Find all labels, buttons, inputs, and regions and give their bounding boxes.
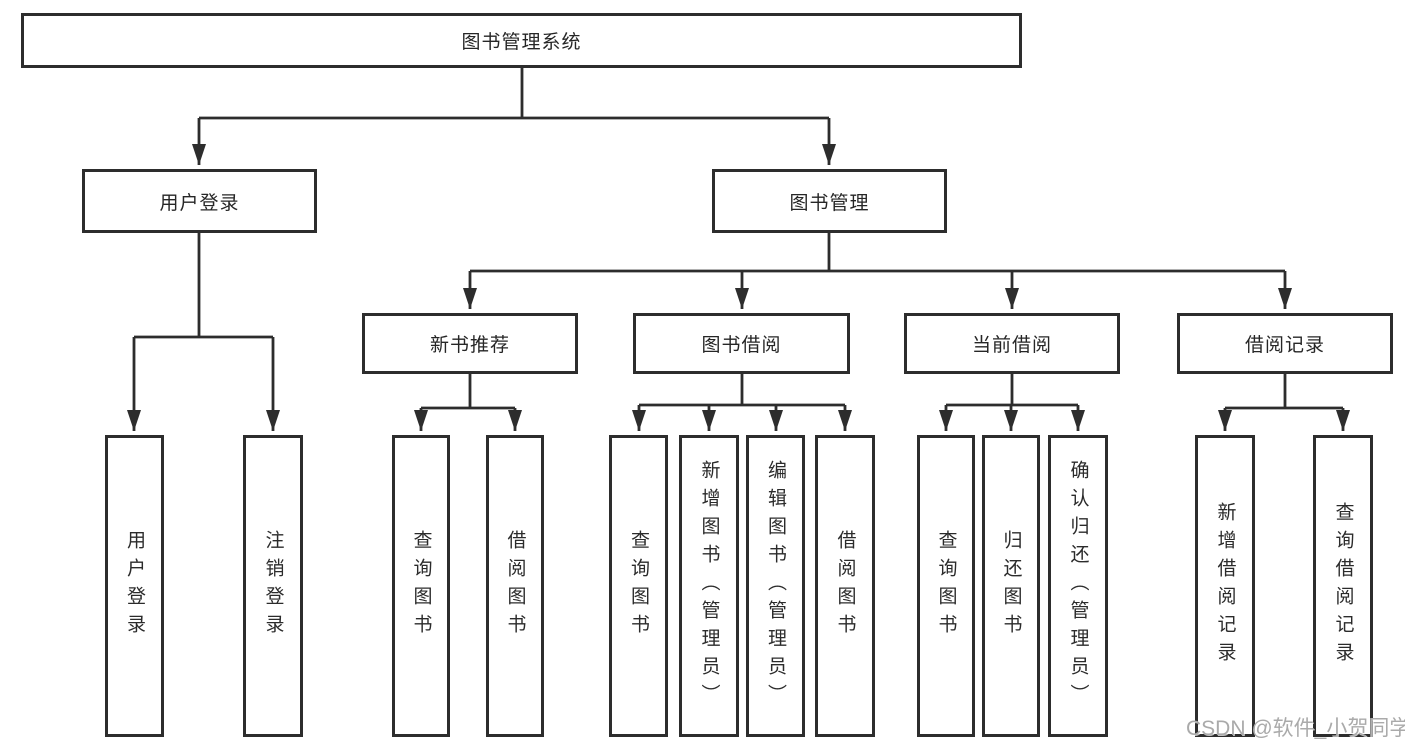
node-label: 用户登录: [159, 192, 240, 214]
connector-cur-borrow: [946, 374, 1078, 407]
node-label: 新增借阅记录: [1214, 502, 1236, 670]
node-label: 新书推荐: [429, 335, 510, 356]
leaf-query-books-borrowing: 查询图书: [609, 435, 668, 737]
node-borrowing-records: 借阅记录: [1177, 313, 1393, 374]
leaf-return-books: 归还图书: [982, 435, 1040, 737]
node-label: 借阅图书: [834, 530, 856, 642]
node-book-borrowing: 图书借阅: [633, 313, 850, 374]
node-current-borrowing: 当前借阅: [904, 313, 1120, 374]
node-label: 图书管理系统: [461, 32, 582, 53]
leaf-confirm-return-admin: 确认归还（管理员）: [1048, 435, 1108, 737]
leaf-query-borrow-record: 查询借阅记录: [1313, 435, 1373, 737]
leaf-user-login: 用户登录: [105, 435, 164, 737]
connector-user-login: [134, 233, 273, 339]
node-label: 注销登录: [262, 530, 284, 642]
node-label: 查询图书: [628, 530, 649, 642]
node-label: 借阅图书: [504, 530, 526, 642]
node-label: 查询借阅记录: [1332, 502, 1354, 670]
connector-book-borrow: [639, 374, 845, 407]
node-new-book-recommend: 新书推荐: [362, 313, 578, 374]
node-label: 图书管理: [789, 192, 870, 214]
connector-new-book: [421, 374, 515, 410]
leaf-edit-book-admin: 编辑图书（管理员）: [746, 435, 805, 737]
node-label: 借阅记录: [1244, 335, 1325, 356]
node-label: 用户登录: [124, 530, 145, 642]
leaf-borrow-books-recommend: 借阅图书: [486, 435, 544, 737]
leaf-logout: 注销登录: [243, 435, 303, 737]
node-label: 查询图书: [410, 530, 432, 642]
leaf-add-book-admin: 新增图书（管理员）: [679, 435, 739, 737]
leaf-add-borrow-record: 新增借阅记录: [1195, 435, 1255, 737]
node-label: 归还图书: [1000, 530, 1022, 642]
connector-root: [199, 68, 829, 120]
node-label: 新增图书（管理员）: [698, 460, 720, 712]
csdn-watermark: CSDN @软件_小贺同学: [1186, 717, 1405, 740]
leaf-query-books-recommend: 查询图书: [392, 435, 450, 737]
leaf-query-books-current: 查询图书: [917, 435, 975, 737]
node-label: 查询图书: [935, 530, 957, 642]
node-book-management: 图书管理: [712, 169, 947, 233]
node-label: 图书借阅: [701, 335, 782, 356]
node-label: 确认归还（管理员）: [1067, 460, 1089, 712]
connector-book-mgmt: [470, 233, 1285, 273]
connector-borrow-rec: [1225, 374, 1343, 410]
node-user-login: 用户登录: [82, 169, 317, 233]
node-library-management-system: 图书管理系统: [21, 13, 1022, 68]
node-label: 当前借阅: [971, 335, 1052, 356]
leaf-borrow-books-borrowing: 借阅图书: [815, 435, 875, 737]
node-label: 编辑图书（管理员）: [765, 460, 786, 712]
